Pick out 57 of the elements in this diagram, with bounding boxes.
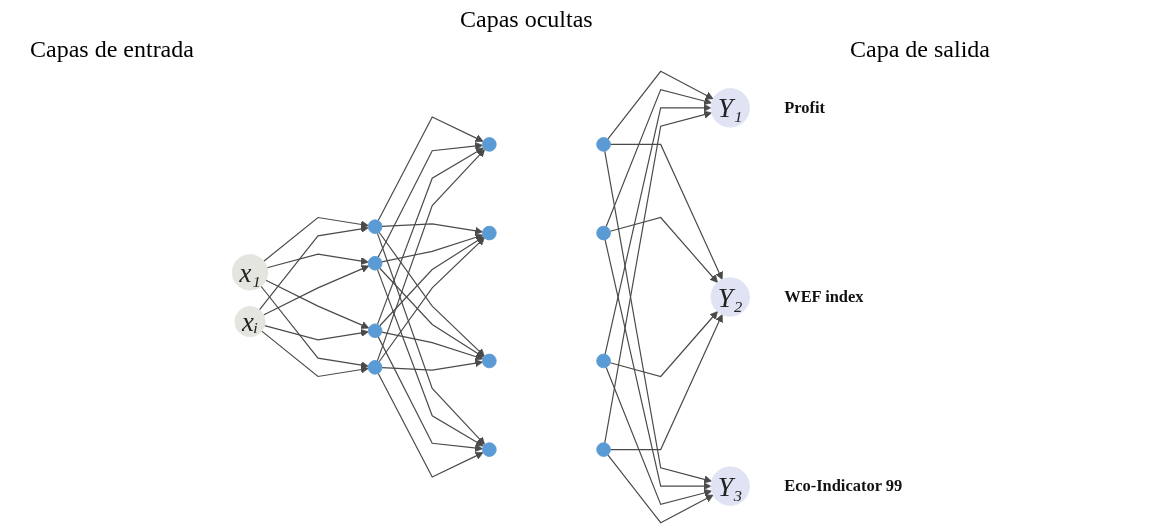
node-circle <box>481 137 497 152</box>
node-circle <box>367 360 383 375</box>
arrow <box>604 239 711 491</box>
arrow <box>606 454 714 524</box>
arrow <box>376 269 484 447</box>
arrow <box>377 116 484 222</box>
arrow <box>605 88 712 228</box>
node-circle <box>595 137 611 152</box>
node-circle <box>595 225 611 241</box>
arrow <box>609 314 723 451</box>
node-label: WEF index <box>783 287 864 306</box>
arrow <box>380 223 483 235</box>
arrow <box>603 150 712 484</box>
node-circle <box>595 442 611 457</box>
node-circle: Y₁ <box>710 88 750 128</box>
node-circle <box>481 225 497 241</box>
node-circle <box>481 353 497 369</box>
arrow <box>264 279 369 329</box>
arrow <box>260 285 369 370</box>
arrow <box>378 267 484 358</box>
arrow <box>376 149 485 362</box>
arrow <box>377 142 483 258</box>
arrow <box>262 265 369 316</box>
layer-heading: Capas de entrada <box>30 36 194 63</box>
arrow <box>376 232 485 445</box>
node-circle: x₁ <box>231 254 268 291</box>
arrow <box>380 359 483 371</box>
node-circle <box>595 353 611 369</box>
arrow <box>380 331 483 361</box>
arrow <box>609 216 718 283</box>
arrow <box>376 147 484 325</box>
arrow <box>377 336 483 452</box>
arrow <box>262 216 369 262</box>
arrow <box>263 324 369 341</box>
node-label: Profit <box>783 98 825 117</box>
node-circle: Y₃ <box>710 466 750 506</box>
node-label: Eco-Indicator 99 <box>783 476 902 495</box>
arrow <box>609 311 718 378</box>
arrow <box>606 70 714 140</box>
arrow <box>609 143 723 280</box>
arrow <box>603 110 712 444</box>
arrow <box>266 253 369 269</box>
node-circle <box>367 255 383 271</box>
node-circle: Y₂ <box>710 277 750 317</box>
arrow <box>380 233 483 263</box>
node-circle <box>367 323 383 339</box>
layer-heading: Capa de salida <box>850 36 990 63</box>
arrow <box>377 372 484 478</box>
arrow <box>378 236 484 327</box>
arrow <box>260 330 369 378</box>
arrow <box>258 224 369 311</box>
arrow <box>605 366 712 506</box>
node-circle <box>481 442 497 457</box>
layer-heading: Capas ocultas <box>460 6 593 33</box>
node-circle <box>367 219 383 234</box>
node-circle: xᵢ <box>234 306 266 338</box>
arrow <box>604 103 711 355</box>
